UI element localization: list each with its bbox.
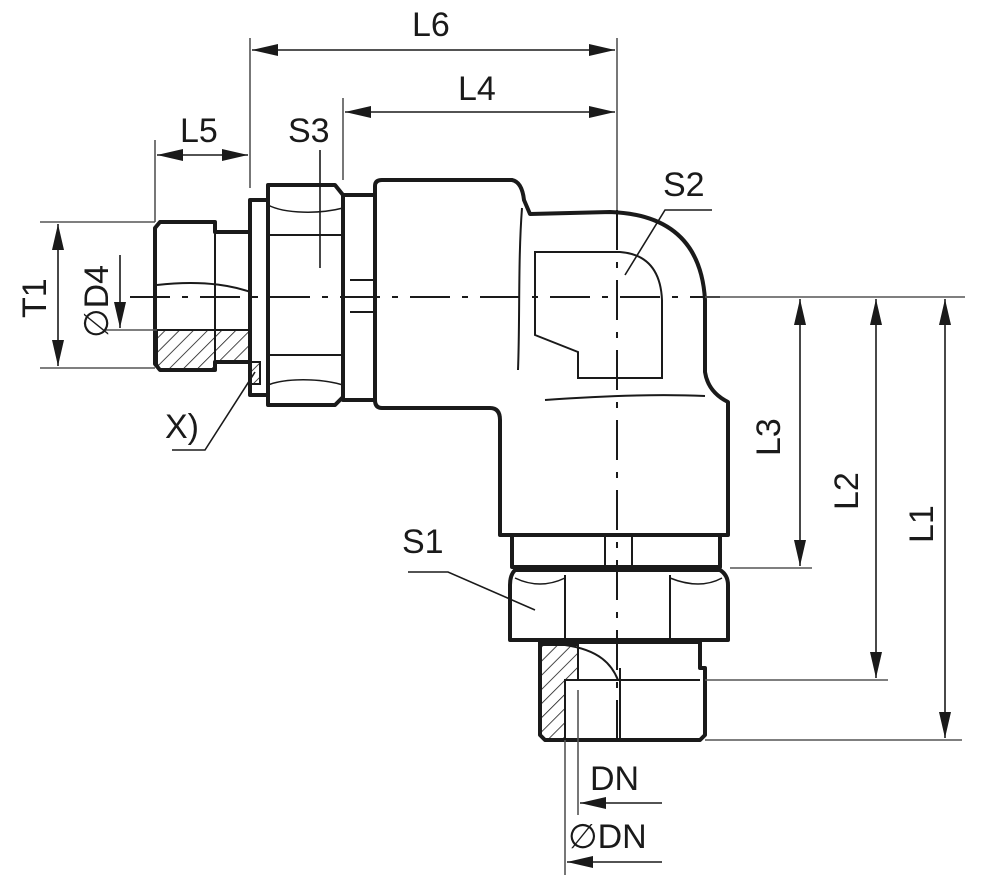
label-l4: L4 <box>458 70 496 108</box>
dim-l2 <box>705 299 888 681</box>
dim-l5 <box>154 140 248 222</box>
dim-l4 <box>342 98 615 180</box>
dim-l3 <box>730 299 812 569</box>
x-leader <box>172 371 256 451</box>
label-l3: L3 <box>750 418 788 456</box>
label-d4: ∅D4 <box>78 265 116 338</box>
label-l6: L6 <box>412 6 450 44</box>
s2-leader <box>624 209 712 276</box>
dim-dn <box>577 690 662 815</box>
bottom-stud-end <box>538 640 707 742</box>
elbow-body <box>373 178 730 537</box>
label-x: X) <box>165 408 199 446</box>
hex-nut-s1 <box>508 568 730 642</box>
hex-nut-s3 <box>266 183 345 407</box>
dim-d4 <box>105 255 157 331</box>
label-odn: ∅DN <box>568 818 647 856</box>
label-t1: T1 <box>16 278 54 318</box>
dim-t1 <box>40 221 155 369</box>
label-l5: L5 <box>180 112 218 150</box>
s1-leader <box>408 571 536 611</box>
label-l1: L1 <box>903 505 941 543</box>
dim-l6 <box>249 38 618 210</box>
label-l2: L2 <box>828 472 866 510</box>
label-s1: S1 <box>402 523 444 561</box>
label-s2: S2 <box>663 166 705 204</box>
dim-odn <box>564 740 662 875</box>
dim-l1 <box>705 299 962 741</box>
label-dn: DN <box>590 760 639 798</box>
label-s3: S3 <box>288 112 330 150</box>
